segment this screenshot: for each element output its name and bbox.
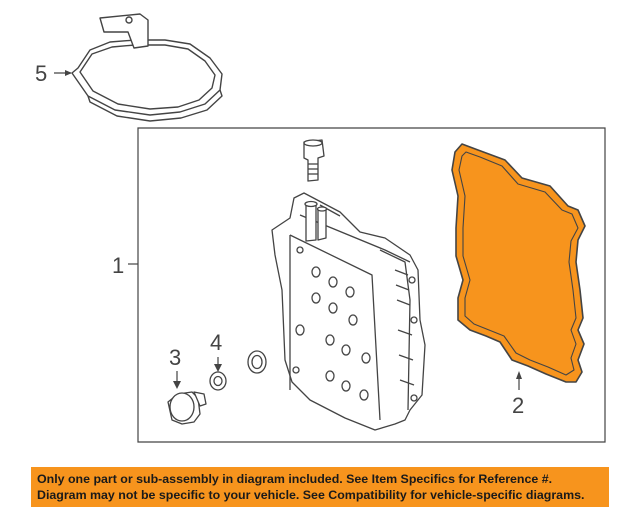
callout-4: 4	[210, 330, 222, 355]
callout-5: 5	[35, 61, 47, 86]
callout-3: 3	[169, 345, 181, 370]
callout-4-arrowhead	[214, 364, 222, 372]
disclaimer-banner: Only one part or sub-assembly in diagram…	[31, 467, 609, 507]
seal-ring	[247, 350, 267, 374]
callout-3-arrowhead	[173, 381, 181, 389]
callout-2-arrowhead	[516, 371, 522, 379]
callout-5-arrowhead	[65, 70, 72, 76]
disclaimer-line-2: Diagram may not be specific to your vehi…	[37, 488, 585, 502]
disclaimer-line-1: Only one part or sub-assembly in diagram…	[37, 472, 553, 486]
part-2-gasket	[451, 143, 586, 383]
part-5-strainer	[71, 13, 223, 122]
part-3-connector	[167, 391, 207, 425]
callout-2: 2	[512, 393, 524, 418]
part-4-o-ring	[209, 371, 227, 391]
assembly-bracket	[137, 127, 606, 443]
callout-1: 1	[112, 253, 124, 278]
part-1-valve-body	[271, 139, 426, 431]
